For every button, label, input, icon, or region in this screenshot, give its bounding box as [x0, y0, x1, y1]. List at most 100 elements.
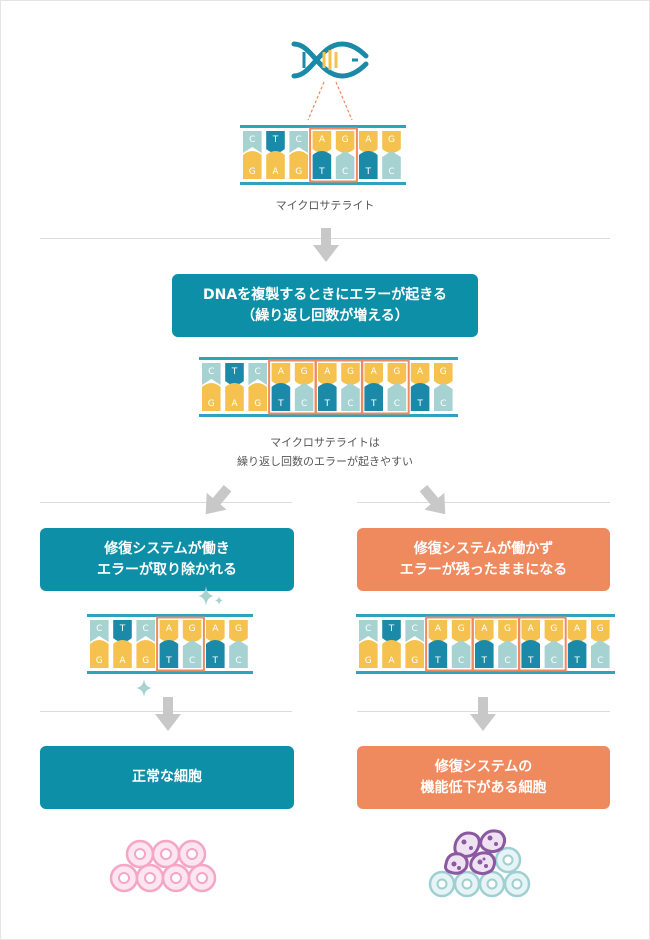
base-tile-bottom: [451, 640, 471, 668]
defective-cell-line2: 機能低下がある細胞: [420, 779, 547, 796]
base-tile-top: [410, 363, 430, 385]
zoom-lines: [307, 81, 353, 121]
base-letter: G: [388, 135, 395, 145]
base-letter: A: [212, 624, 219, 634]
base-tile-top: [90, 620, 109, 642]
base-letter: T: [527, 656, 534, 666]
arrow-down-left-icon: [205, 484, 232, 515]
base-letter: C: [365, 624, 371, 634]
base-tile-top: [335, 131, 355, 153]
base-letter: G: [301, 367, 308, 377]
base-tile-bottom: [475, 640, 494, 668]
base-tile-top: [364, 363, 383, 385]
base-letter: A: [278, 367, 285, 377]
base-letter: C: [597, 656, 603, 666]
arrow-down-icon: [313, 228, 339, 262]
base-letter: G: [189, 624, 196, 634]
base-tile-bottom: [202, 383, 221, 411]
base-letter: G: [347, 367, 354, 377]
base-tile-top: [202, 363, 221, 385]
base-letter: G: [208, 399, 215, 409]
dna-backbone: [356, 614, 615, 617]
base-tile-bottom: [521, 640, 540, 668]
base-tile-bottom: [113, 640, 132, 668]
caption-error-prone-line2: 繰り返し回数のエラーが起きやすい: [237, 454, 413, 468]
repair-works-line1: 修復システムが働き: [104, 541, 230, 558]
base-tile-top: [359, 620, 378, 642]
caption-microsatellite: マイクロサテライト: [275, 199, 375, 212]
base-letter: C: [440, 399, 446, 409]
divider-2-left: [40, 502, 292, 503]
base-letter: G: [365, 656, 372, 666]
base-tile-bottom: [405, 640, 424, 668]
base-tile-top: [475, 620, 494, 642]
base-tile-bottom: [318, 383, 337, 411]
divider-2-right: [357, 502, 610, 503]
base-letter: G: [342, 135, 349, 145]
base-letter: C: [412, 624, 418, 634]
normal-cells-icon: [109, 839, 217, 893]
base-tile-bottom: [591, 640, 610, 668]
base-letter: A: [417, 367, 424, 377]
base-tile-top: [136, 620, 155, 642]
dna-backbone: [240, 125, 406, 128]
base-tile-bottom: [341, 383, 360, 411]
base-letter: T: [318, 167, 325, 177]
base-tile-top: [498, 620, 517, 642]
microsatellite-highlight: [156, 616, 205, 672]
base-tile-top: [248, 363, 267, 385]
base-tile-bottom: [335, 151, 355, 179]
base-letter: G: [440, 367, 447, 377]
base-tile-top: [591, 620, 610, 642]
base-tile-bottom: [90, 640, 109, 668]
base-letter: T: [388, 624, 395, 634]
base-tile-bottom: [428, 640, 448, 668]
microsatellite-highlight: [309, 127, 358, 183]
base-tile-bottom: [289, 151, 308, 179]
base-tile-top: [405, 620, 424, 642]
base-letter: T: [212, 656, 219, 666]
base-letter: C: [347, 399, 353, 409]
base-tile-top: [289, 131, 308, 153]
base-tile-top: [544, 620, 564, 642]
base-letter: C: [255, 367, 261, 377]
sparkle-icon: [136, 679, 152, 697]
repair-fails-line2: エラーが残ったままになる: [399, 561, 568, 578]
base-tile-top: [382, 131, 401, 153]
base-tile-top: [206, 620, 225, 642]
base-letter: G: [411, 656, 418, 666]
base-letter: T: [370, 399, 377, 409]
defective-cell-box: 修復システムの 機能低下がある細胞: [357, 746, 610, 809]
base-letter: A: [388, 656, 395, 666]
base-letter: T: [272, 135, 279, 145]
base-letter: T: [573, 656, 580, 666]
repair-fails-line1: 修復システムが働かず: [413, 541, 554, 558]
base-tile-bottom: [544, 640, 564, 668]
base-letter: G: [142, 656, 149, 666]
base-tile-top: [567, 620, 587, 642]
base-letter: G: [254, 399, 261, 409]
base-tile-bottom: [387, 383, 407, 411]
base-tile-bottom: [498, 640, 517, 668]
base-tile-top: [312, 131, 332, 153]
base-tile-bottom: [206, 640, 225, 668]
base-letter: T: [416, 399, 423, 409]
base-tile-top: [387, 363, 407, 385]
base-tile-bottom: [434, 383, 453, 411]
base-letter: C: [301, 399, 307, 409]
dna-backbone: [356, 671, 615, 674]
base-letter: A: [324, 367, 331, 377]
base-letter: C: [96, 624, 102, 634]
base-tile-top: [451, 620, 471, 642]
base-letter: G: [249, 167, 256, 177]
base-tile-bottom: [364, 383, 383, 411]
repair-works-box: 修復システムが働き エラーが取り除かれる: [40, 528, 294, 591]
base-letter: T: [231, 367, 238, 377]
base-tile-top: [318, 363, 337, 385]
base-letter: T: [119, 624, 126, 634]
base-tile-top: [521, 620, 540, 642]
base-tile-bottom: [248, 383, 267, 411]
dna-helix-icon: [291, 41, 369, 79]
base-tile-top: [182, 620, 202, 642]
base-tile-top: [382, 620, 401, 642]
